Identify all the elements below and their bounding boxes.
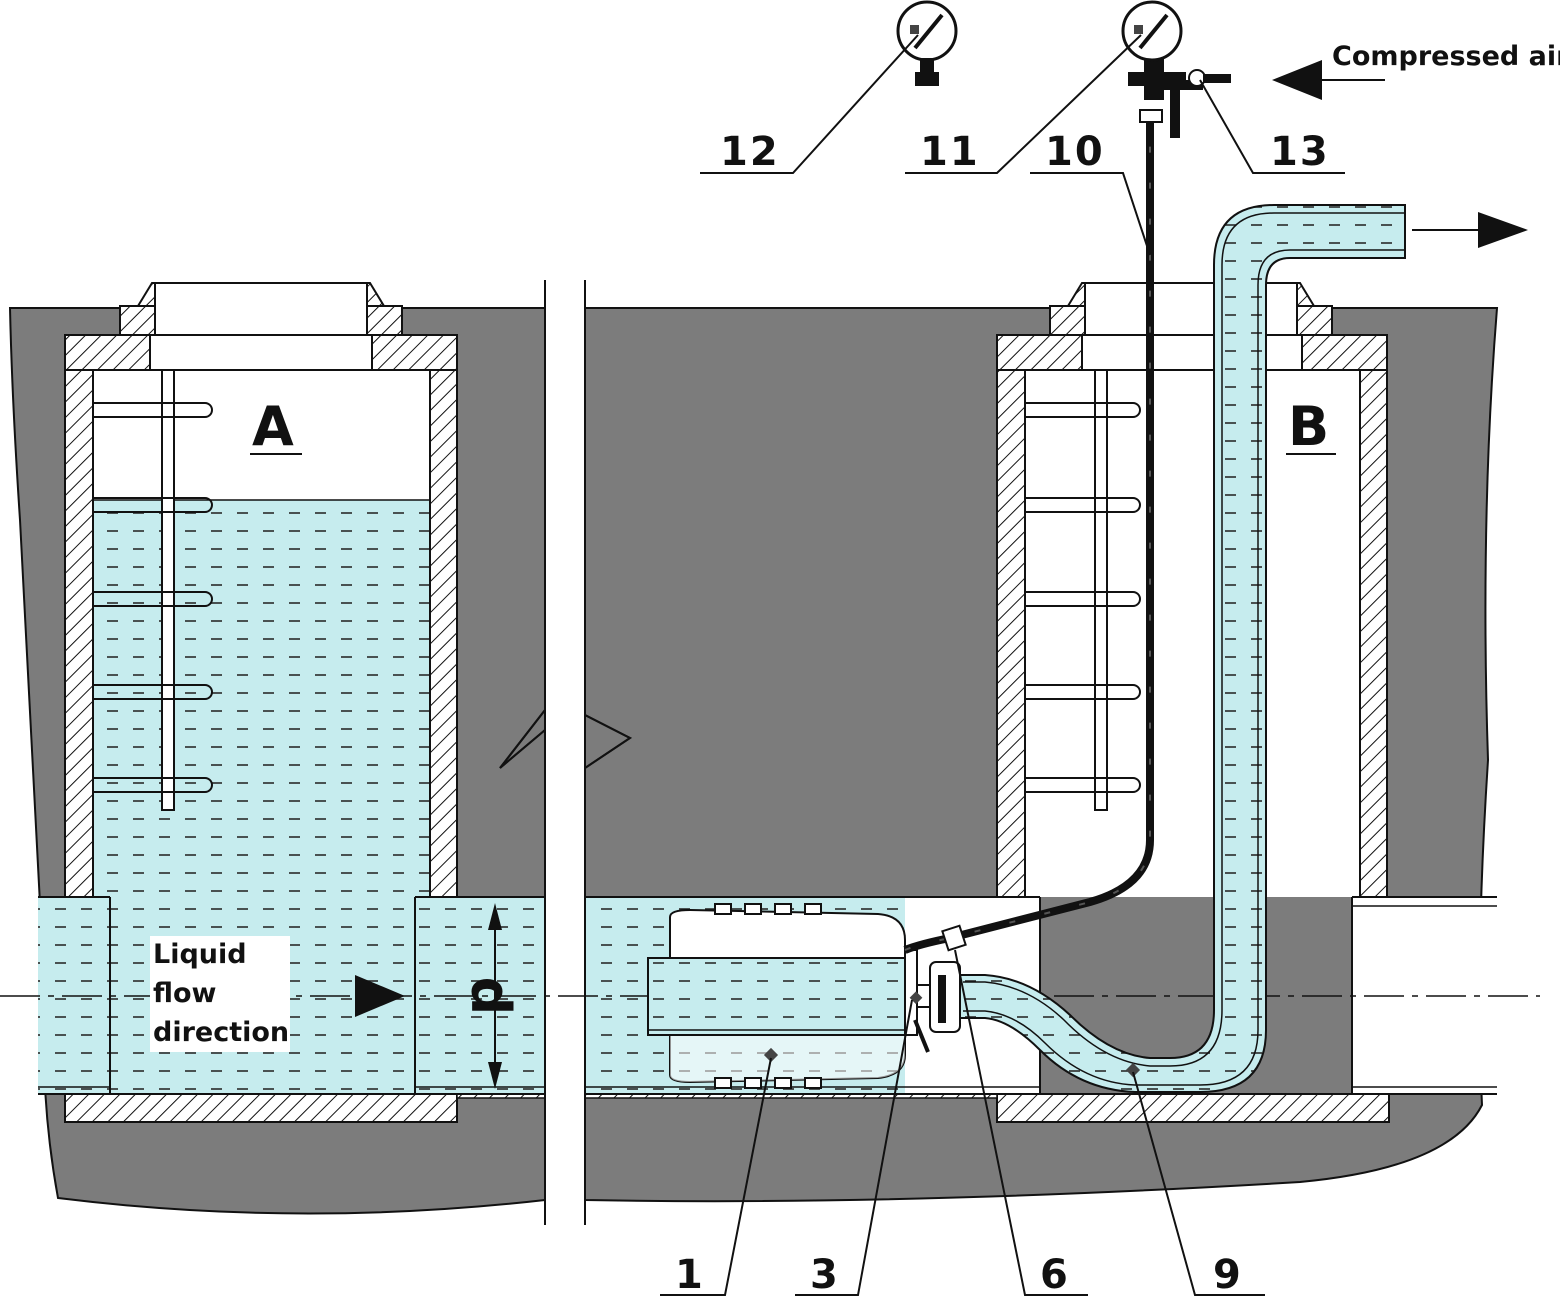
callout-11: 11 <box>920 129 980 175</box>
flow-label-line-1: Liquid <box>153 939 247 970</box>
air-supply-line <box>903 55 1231 954</box>
discharge-hose <box>959 204 1406 1093</box>
compressed-air-arrow <box>1272 60 1385 100</box>
callout-6: 6 <box>1040 1252 1070 1298</box>
chamber-a-label: A <box>252 395 294 458</box>
flow-direction-arrow <box>355 975 405 1017</box>
leader-lines <box>660 34 1345 1296</box>
flow-label-line-2: flow <box>153 978 217 1009</box>
chamber-b-label: B <box>1288 395 1329 458</box>
inflatable-plug <box>647 903 961 1089</box>
chamber-a <box>64 282 458 898</box>
callout-10: 10 <box>1045 129 1105 175</box>
callout-1: 1 <box>675 1252 705 1298</box>
diameter-dimension <box>488 903 502 1089</box>
chamber-b <box>996 282 1388 898</box>
flow-label-line-3: direction <box>153 1017 289 1048</box>
pressure-gauge-12 <box>896 0 958 86</box>
callout-13: 13 <box>1270 129 1330 175</box>
callout-9: 9 <box>1213 1252 1243 1298</box>
compressed-air-label: Compressed air <box>1332 41 1560 72</box>
diameter-label: d <box>459 977 522 1016</box>
callout-12: 12 <box>720 129 780 175</box>
pressure-gauge-11 <box>1121 0 1183 62</box>
outflow-arrow <box>1412 212 1528 248</box>
callout-3: 3 <box>810 1252 840 1298</box>
flow-label-bg <box>150 936 290 1052</box>
break-line <box>499 280 632 1225</box>
